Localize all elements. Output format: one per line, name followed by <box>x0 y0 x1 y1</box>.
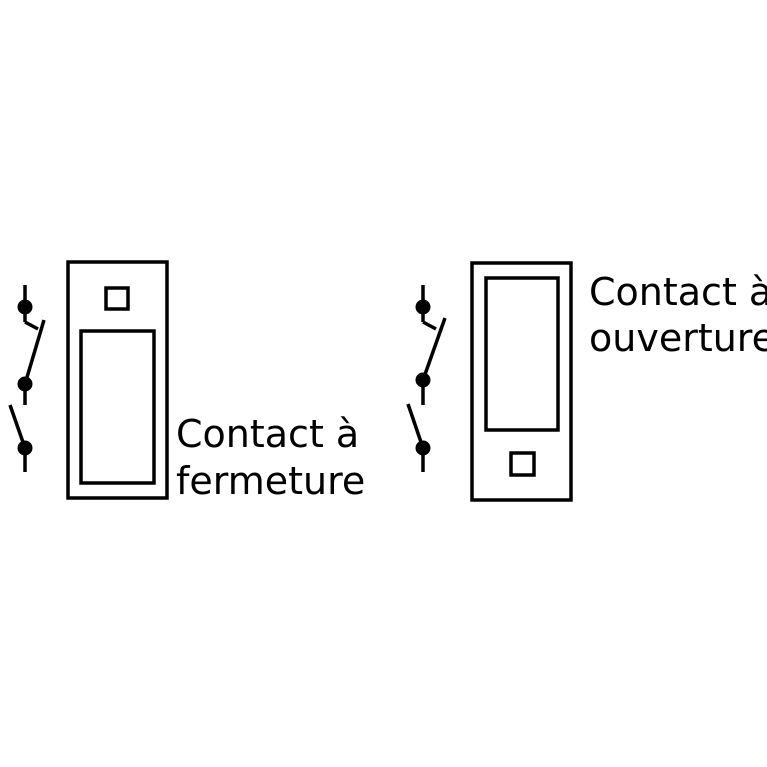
switch-blade-upper <box>23 319 46 385</box>
switch-blade-lower <box>406 403 425 449</box>
switch-hook <box>422 320 437 331</box>
opening-device-body <box>470 261 573 502</box>
contact-dot-bottom <box>415 440 431 456</box>
opening-label-line2: ouverture <box>589 316 767 360</box>
switch-blade-upper <box>421 317 447 381</box>
contact-dot-top <box>415 299 431 315</box>
device-indicator-square <box>509 451 536 477</box>
contact-dot-middle <box>17 376 33 392</box>
contact-dot-middle <box>415 372 431 388</box>
closing-contact-group: Contact à fermeture <box>8 260 365 503</box>
opening-contact-group: Contact à ouverture <box>406 261 767 502</box>
opening-label-line1: Contact à <box>589 270 767 314</box>
closing-device-body <box>66 260 169 500</box>
switch-blade-lower <box>8 404 27 449</box>
device-window <box>484 276 560 432</box>
closing-label-line2: fermeture <box>176 459 365 503</box>
contact-dot-top <box>17 299 33 315</box>
device-indicator-square <box>104 286 130 311</box>
device-window <box>79 329 156 485</box>
device-outer-frame <box>66 260 169 500</box>
contact-dot-bottom <box>17 440 33 456</box>
switch-hook <box>24 320 39 331</box>
closing-label-line1: Contact à <box>176 412 359 456</box>
device-outer-frame <box>470 261 573 502</box>
